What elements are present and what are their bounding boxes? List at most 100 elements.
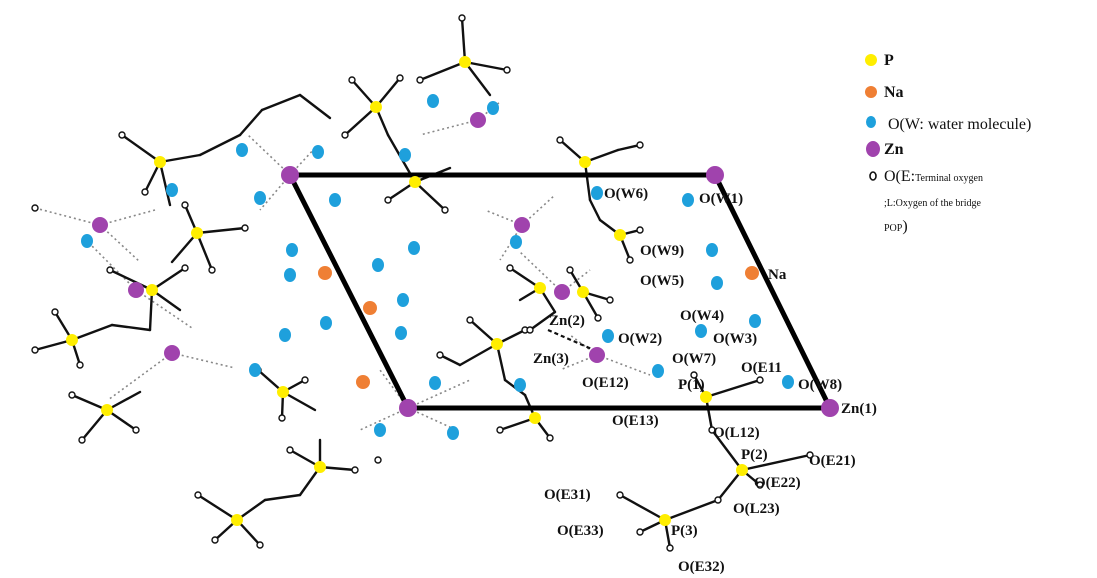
bond-69 bbox=[588, 198, 602, 222]
water-oxygen-10 bbox=[408, 241, 420, 255]
oxygen-atom-16 bbox=[31, 346, 39, 354]
label-ow6: O(W6) bbox=[604, 186, 648, 202]
oxygen-atom-layer bbox=[31, 14, 814, 552]
zinc-atom-5 bbox=[164, 345, 180, 361]
label-p1: P(1) bbox=[678, 377, 705, 393]
water-oxygen-22 bbox=[602, 329, 614, 343]
bond-0 bbox=[460, 16, 467, 64]
label-zn1: Zn(1) bbox=[841, 401, 877, 417]
water-oxygen-30 bbox=[374, 423, 386, 437]
water-oxygen-28 bbox=[514, 378, 526, 392]
water-oxygen-13 bbox=[397, 293, 409, 307]
hbond-11 bbox=[171, 352, 236, 369]
legend-oe-line1: O(E:Terminal oxygen bbox=[884, 168, 983, 185]
water-oxygen-11 bbox=[284, 268, 296, 282]
bond-1 bbox=[418, 60, 467, 82]
oxygen-atom-8 bbox=[118, 131, 126, 139]
bond-40 bbox=[281, 390, 317, 412]
oxygen-atom-1 bbox=[416, 76, 424, 84]
zinc-atom-7 bbox=[514, 217, 530, 233]
water-oxygen-16 bbox=[395, 326, 407, 340]
label-ow5: O(W5) bbox=[640, 273, 684, 289]
label-ow1: O(W1) bbox=[699, 191, 743, 207]
hbond-5 bbox=[34, 207, 101, 226]
water-oxygen-3 bbox=[312, 145, 324, 159]
bond-26 bbox=[148, 288, 154, 332]
sodium-atom-3 bbox=[745, 266, 759, 280]
phosphorus-atom-12 bbox=[529, 412, 541, 424]
water-oxygen-17 bbox=[591, 186, 603, 200]
phosphorus-atom-17 bbox=[700, 391, 712, 403]
bond-16 bbox=[198, 133, 242, 157]
oxygen-atom-24 bbox=[351, 466, 359, 474]
bond-10 bbox=[413, 180, 447, 212]
bond-81 bbox=[663, 498, 720, 522]
oxygen-atom-48 bbox=[714, 496, 722, 504]
label-ow8: O(W8) bbox=[798, 377, 842, 393]
phosphorus-atom-2 bbox=[409, 176, 421, 188]
zn2-zn3-contact bbox=[547, 328, 595, 352]
bond-77 bbox=[710, 428, 744, 472]
oxygen-atom-38 bbox=[594, 314, 602, 322]
oxygen-atom-36 bbox=[606, 296, 614, 304]
oxygen-atom-50 bbox=[636, 528, 644, 536]
oxygen-atom-19 bbox=[68, 391, 76, 399]
bond-80 bbox=[716, 468, 744, 502]
legend-na-marker bbox=[865, 86, 877, 98]
bond-4 bbox=[350, 78, 378, 109]
oxygen-atom-29 bbox=[466, 316, 474, 324]
oxygen-atom-39 bbox=[556, 136, 564, 144]
water-oxygen-29 bbox=[249, 363, 261, 377]
bond-45 bbox=[263, 493, 302, 502]
zinc-atom-10 bbox=[821, 399, 839, 417]
hbond-12 bbox=[359, 407, 409, 431]
phosphorus-atom-7 bbox=[101, 404, 113, 416]
bond-23 bbox=[195, 231, 214, 272]
oxygen-atom-34 bbox=[506, 264, 514, 272]
oxygen-atom-32 bbox=[496, 426, 504, 434]
water-oxygen-31 bbox=[447, 426, 459, 440]
bond-31 bbox=[70, 323, 114, 342]
label-oe13: O(E13) bbox=[612, 413, 659, 429]
legend-ow-marker bbox=[866, 116, 876, 128]
oxygen-atom-42 bbox=[626, 256, 634, 264]
phosphorus-atom-15 bbox=[579, 156, 591, 168]
oxygen-atom-37 bbox=[566, 266, 574, 274]
water-oxygen-14 bbox=[320, 316, 332, 330]
hbond-0 bbox=[419, 119, 479, 136]
bond-52 bbox=[458, 342, 499, 367]
label-oe22: O(E22) bbox=[754, 475, 801, 491]
bond-73 bbox=[616, 143, 642, 152]
label-ol23: O(L23) bbox=[733, 501, 780, 517]
hbond-7 bbox=[99, 209, 156, 226]
phosphorus-atom-13 bbox=[534, 282, 546, 294]
oxygen-atom-47 bbox=[756, 481, 764, 489]
bond-3 bbox=[463, 60, 492, 97]
bond-21 bbox=[195, 226, 247, 235]
oxygen-atom-0 bbox=[458, 14, 466, 22]
hbond-8 bbox=[85, 239, 137, 291]
hbond-13 bbox=[407, 407, 453, 429]
legend: P Na O(W: water molecule) Zn O(E:Termina… bbox=[865, 52, 1031, 235]
water-oxygen-23 bbox=[695, 324, 707, 338]
metal-atom-layer bbox=[66, 56, 839, 526]
water-oxygen-7 bbox=[329, 193, 341, 207]
label-ow2: O(W2) bbox=[618, 331, 662, 347]
hbond-6 bbox=[99, 224, 141, 263]
water-oxygen-2 bbox=[236, 143, 248, 157]
bond-62 bbox=[528, 310, 557, 332]
oxygen-atom-33 bbox=[546, 434, 554, 442]
label-oe12: O(E12) bbox=[582, 375, 629, 391]
hbond-14 bbox=[407, 379, 471, 409]
legend-p-marker bbox=[865, 54, 877, 66]
legend-zn-marker bbox=[866, 141, 880, 157]
water-oxygen-0 bbox=[427, 94, 439, 108]
bond-7 bbox=[343, 105, 378, 137]
water-atom-layer bbox=[81, 94, 794, 440]
legend-na-label: Na bbox=[884, 84, 904, 101]
bond-78 bbox=[740, 453, 812, 472]
sodium-atom-1 bbox=[363, 301, 377, 315]
water-oxygen-15 bbox=[279, 328, 291, 342]
bond-2 bbox=[463, 60, 509, 72]
